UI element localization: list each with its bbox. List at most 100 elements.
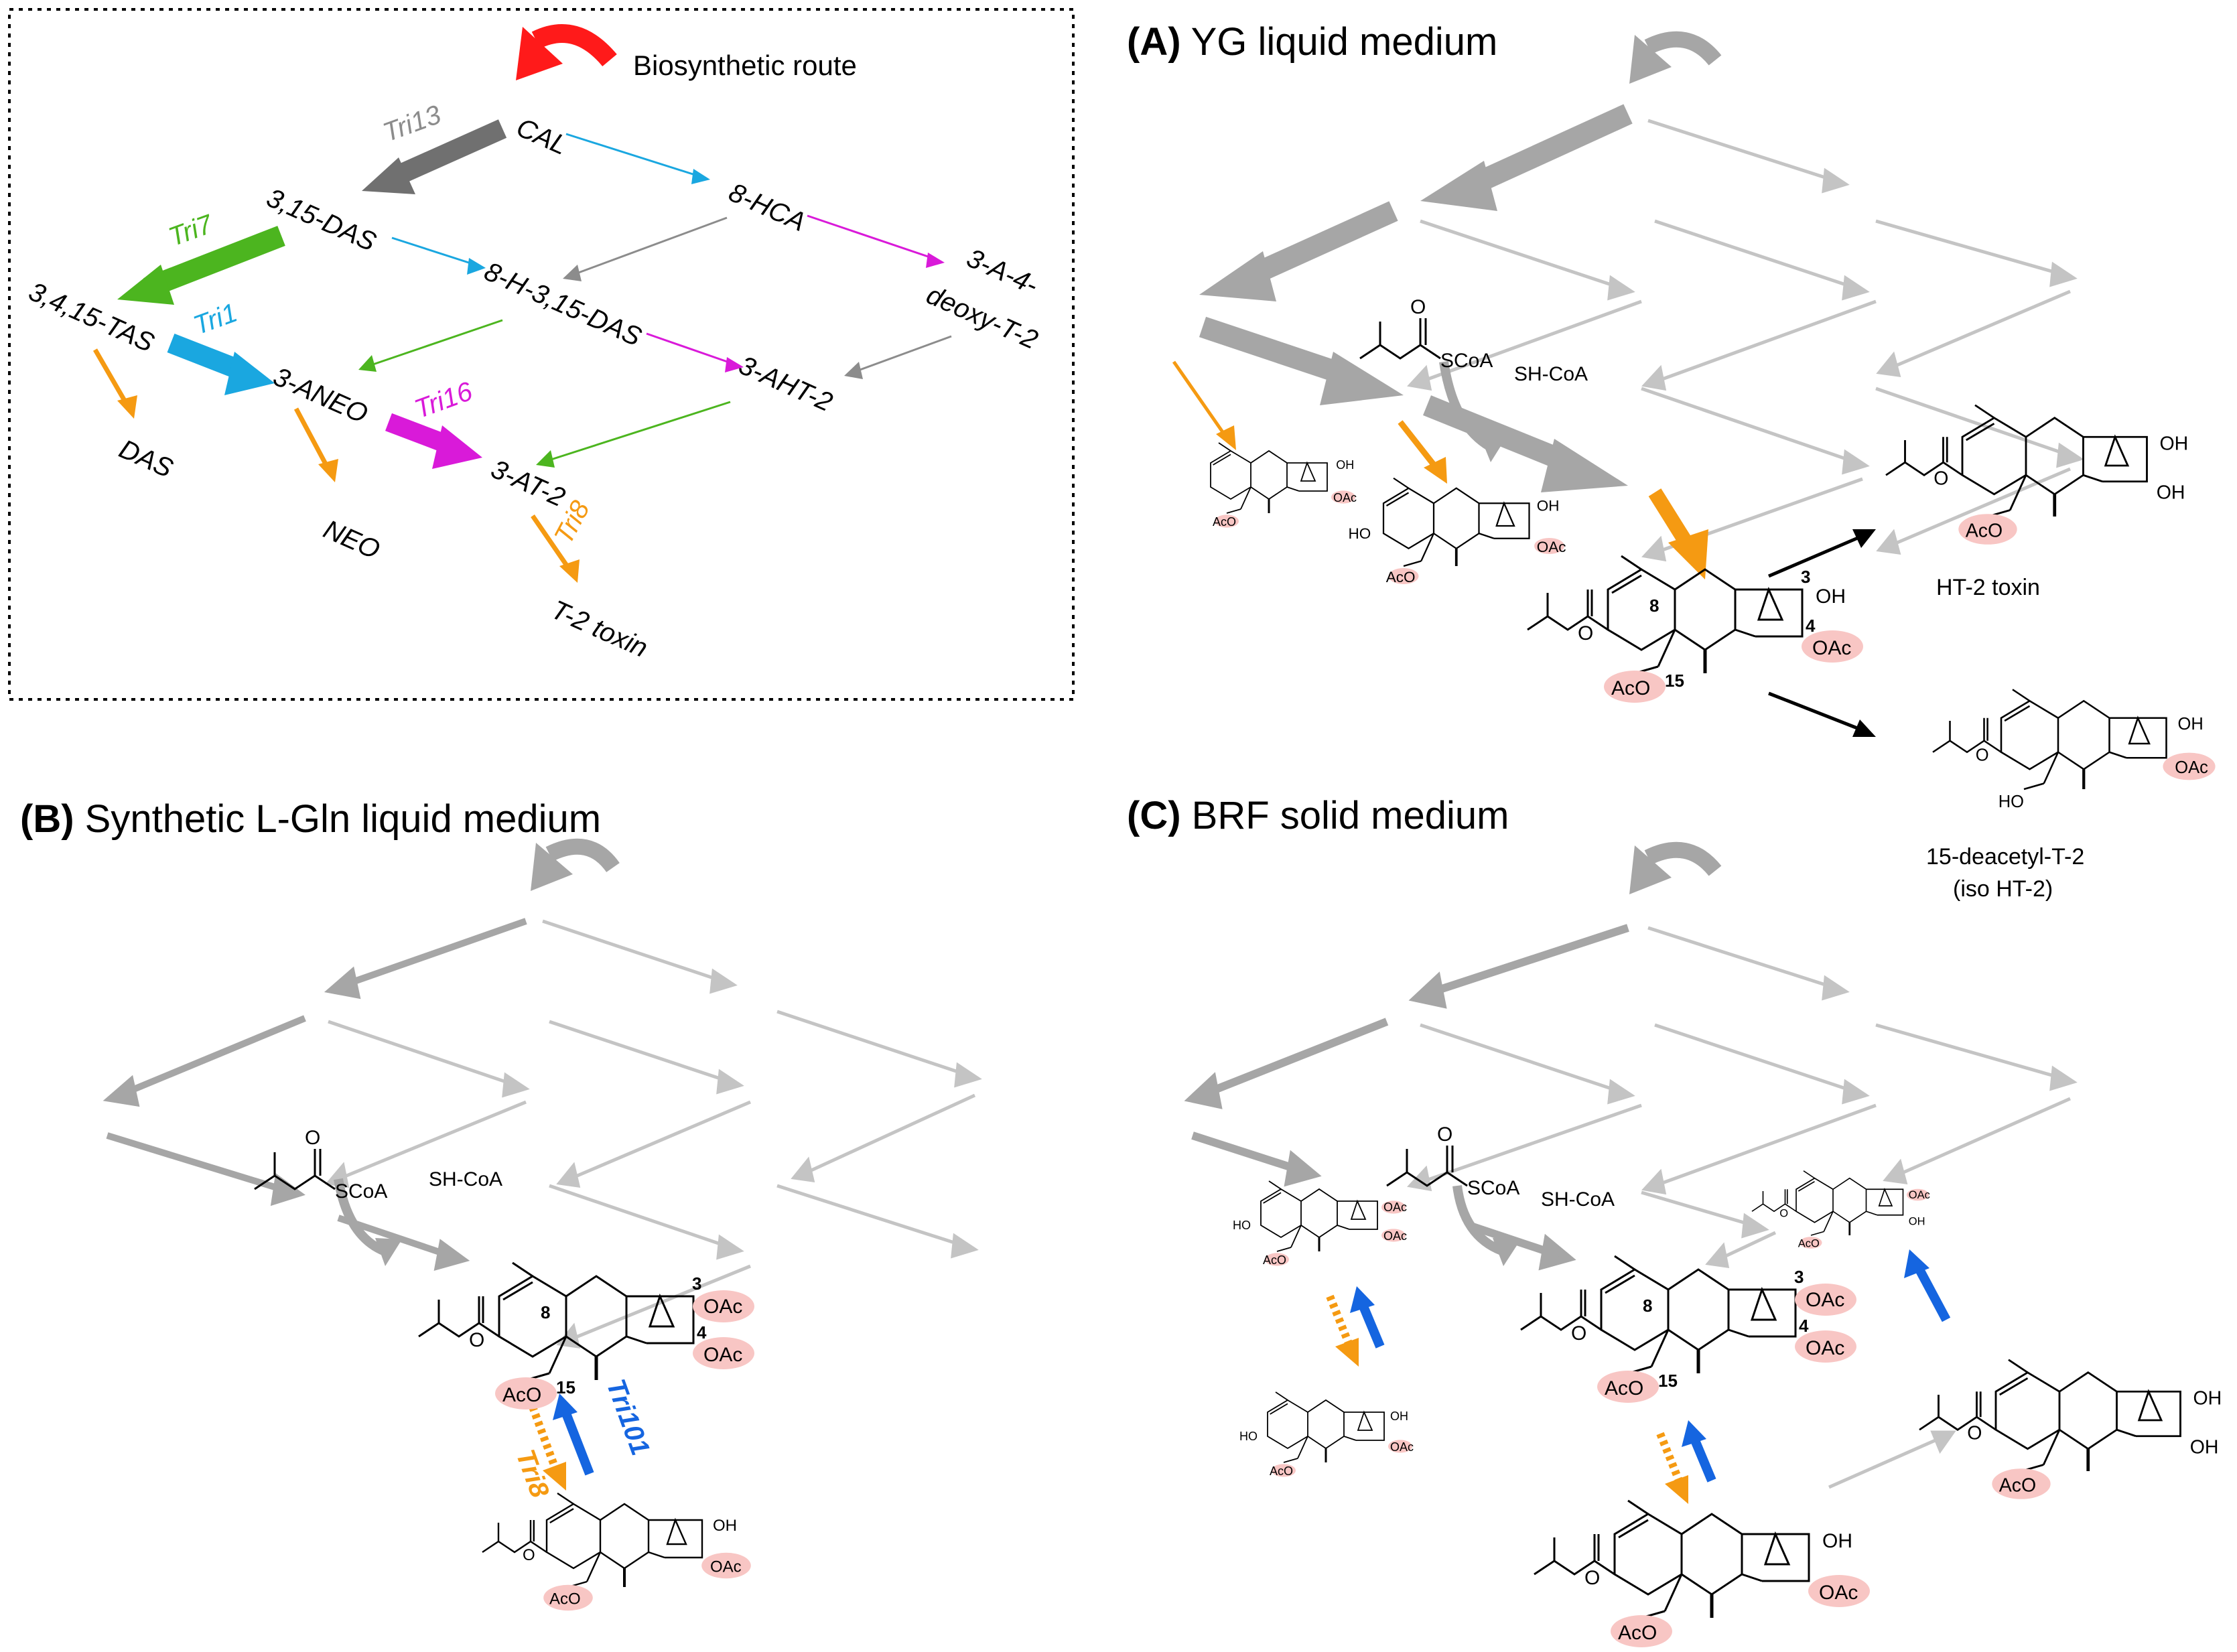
pathway-legend: Biosynthetic route [8, 8, 1075, 701]
panel-b-title: (B) Synthetic L-Gln liquid medium [20, 797, 601, 841]
node-neo: NEO [319, 514, 384, 565]
panel-c-mol-small-3: O AcO OAc OH [1751, 1170, 1930, 1250]
svg-text:OH: OH [1390, 1409, 1408, 1423]
node-3-aneo: 3-ANEO [269, 362, 372, 429]
panel-c-t2-toxin-structure: O AcO OAc OAc 3 4 8 15 [1519, 1256, 1856, 1403]
svg-text:AcO: AcO [549, 1590, 581, 1608]
svg-text:O: O [1410, 296, 1426, 318]
node-t2-toxin: T-2 toxin [547, 595, 652, 663]
panel-a-sh-coa: SH-CoA [1514, 363, 1588, 385]
panel-c-pathway-arrows [1184, 924, 2078, 1504]
svg-text:OAc: OAc [1806, 1337, 1844, 1359]
svg-text:OAc: OAc [1806, 1289, 1844, 1311]
gene-tri13: Tri13 [379, 100, 445, 148]
panel-c-isovaleryl-coa: O SCoA SH-CoA [1386, 1123, 1615, 1211]
panel-c-title: (C) BRF solid medium [1127, 794, 1509, 837]
svg-text:AcO: AcO [1386, 569, 1416, 586]
svg-text:OH: OH [2178, 715, 2204, 734]
svg-text:AcO: AcO [1798, 1238, 1820, 1250]
svg-text:OH: OH [2193, 1387, 2222, 1409]
panel-c-sh-coa: SH-CoA [1541, 1188, 1615, 1211]
gene-tri7: Tri7 [165, 209, 218, 252]
panel-a-pathway-arrows [1172, 104, 2084, 737]
svg-text:15: 15 [556, 1377, 575, 1397]
svg-text:O: O [1934, 468, 1948, 490]
panel-a-isovaleryl-coa: O SCoA SH-CoA [1359, 296, 1588, 385]
panel-b-sh-coa: SH-CoA [429, 1168, 502, 1190]
svg-text:SCoA: SCoA [1467, 1177, 1519, 1199]
svg-text:OAc: OAc [2175, 758, 2208, 777]
panel-a-iso-ht2-structure: O HO OH OAc [1931, 689, 2216, 811]
svg-text:OAc: OAc [1812, 637, 1851, 659]
svg-text:AcO: AcO [1966, 520, 2003, 541]
panel-c-mol-small-2: HO AcO OH OAc [1239, 1391, 1414, 1478]
biosynthetic-route-arrow-icon [516, 24, 617, 80]
svg-text:OAc: OAc [1819, 1582, 1858, 1604]
node-8-h-3-15-das: 8-H-3,15-DAS [480, 257, 646, 352]
svg-text:HO: HO [1239, 1430, 1258, 1443]
panel-a-mol-small-1: AcO OH OAc [1209, 441, 1357, 529]
svg-text:SCoA: SCoA [1440, 350, 1493, 372]
node-cal: CAL [512, 113, 571, 161]
svg-text:AcO: AcO [1618, 1622, 1657, 1644]
svg-text:8: 8 [1649, 596, 1659, 616]
svg-text:O: O [1578, 622, 1593, 644]
panel-b-gene-tri101: Tri101 [601, 1375, 655, 1459]
svg-text:4: 4 [1806, 616, 1816, 636]
panel-b-product-structure: O AcO OH OAc [481, 1493, 751, 1611]
gene-tri16: Tri16 [411, 376, 477, 425]
panel-c-ht2-structure: O AcO OH OH [1918, 1360, 2222, 1499]
svg-text:3: 3 [692, 1274, 701, 1294]
panel-b-route-arrow-icon [531, 838, 620, 891]
svg-text:OH: OH [713, 1517, 737, 1535]
svg-text:OAc: OAc [703, 1344, 742, 1366]
svg-text:OH: OH [2160, 433, 2189, 454]
panel-a-route-arrow-icon [1629, 31, 1722, 84]
svg-text:OAc: OAc [1383, 1229, 1407, 1243]
svg-text:OH: OH [1909, 1216, 1925, 1228]
svg-text:AcO: AcO [1263, 1253, 1286, 1267]
svg-text:OH: OH [1822, 1530, 1852, 1552]
svg-text:4: 4 [1799, 1316, 1809, 1336]
svg-text:OAc: OAc [1383, 1200, 1407, 1214]
panel-a-title: (A) YG liquid medium [1127, 20, 1497, 64]
svg-text:SCoA: SCoA [335, 1180, 387, 1202]
panel-c-mol-small-1: HO AcO OAc OAc [1233, 1180, 1407, 1267]
panel-c-route-arrow-icon [1629, 841, 1722, 894]
svg-text:OAc: OAc [703, 1296, 742, 1318]
svg-text:OH: OH [2157, 482, 2185, 503]
svg-text:8: 8 [541, 1302, 550, 1322]
biosynthetic-route-label: Biosynthetic route [633, 50, 857, 81]
svg-text:AcO: AcO [1213, 515, 1236, 529]
svg-text:OH: OH [1537, 498, 1560, 514]
svg-text:OH: OH [1336, 458, 1354, 472]
svg-text:O: O [469, 1329, 484, 1351]
gene-tri1: Tri1 [190, 298, 241, 341]
svg-text:AcO: AcO [502, 1384, 541, 1406]
svg-text:AcO: AcO [1270, 1464, 1293, 1478]
legend-arrows [92, 119, 952, 583]
svg-text:HO: HO [1233, 1219, 1251, 1232]
panel-c-bottom-structure: O AcO OH OAc [1533, 1501, 1870, 1647]
svg-text:4: 4 [697, 1322, 707, 1343]
svg-text:8: 8 [1643, 1296, 1652, 1316]
node-3-aht-2: 3-AHT-2 [734, 350, 837, 417]
node-3-a-4-deoxy-t2-line1: 3-A-4- [962, 243, 1042, 300]
svg-text:O: O [1967, 1423, 1982, 1444]
panel-a-ht2-structure: O AcO OH OH [1885, 405, 2189, 545]
svg-text:O: O [1976, 746, 1989, 765]
svg-text:OH: OH [1816, 586, 1846, 608]
svg-text:HO: HO [1349, 525, 1371, 542]
svg-text:3: 3 [1794, 1267, 1804, 1287]
svg-text:OH: OH [2190, 1436, 2219, 1458]
svg-text:AcO: AcO [1611, 677, 1650, 699]
iso-ht2-label-line2: (iso HT-2) [1953, 876, 2053, 902]
svg-text:O: O [1779, 1208, 1788, 1220]
svg-text:AcO: AcO [1605, 1377, 1643, 1399]
panel-b-t2-toxin-structure: O AcO OAc OAc 3 4 8 15 [417, 1263, 754, 1409]
ht2-toxin-label: HT-2 toxin [1936, 575, 2040, 600]
svg-text:HO: HO [1998, 793, 2024, 811]
node-8-hca: 8-HCA [724, 178, 810, 237]
svg-text:15: 15 [1665, 671, 1684, 691]
